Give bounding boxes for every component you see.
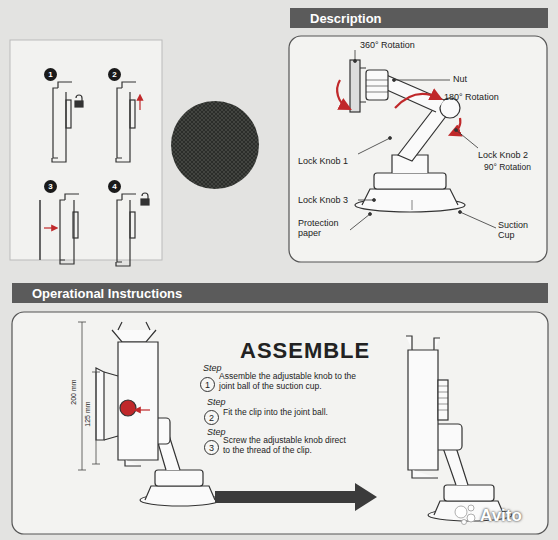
watermark: Avito [480,506,522,526]
step-number: 4 [108,180,121,193]
section-title: ASSEMBLE [240,338,370,363]
part-label: Lock Knob 3 [298,195,348,205]
node-text: 2 [112,70,116,79]
step-text: Fit the clip into the joint ball. [223,408,363,418]
part-label: Lock Knob 1 [298,156,348,166]
node-text: 3 [209,443,214,453]
fabric-pad [171,101,259,189]
step-number: 3 [204,440,219,455]
node-text: 4 [112,182,116,191]
mount-drawing [350,60,465,212]
part-label: Suction Cup [498,220,538,241]
step-word: Step [207,427,226,437]
motion-label: 180° Rotation [444,92,499,102]
node-text: Description [310,11,382,26]
step-number: 1 [44,68,57,81]
node-text: 2 [209,413,214,423]
step-word: Step [207,397,226,407]
part-label: Nut [453,74,467,84]
node-text: Operational Instructions [32,286,182,301]
node-text: 1 [48,70,52,79]
step-number: 1 [200,377,215,392]
watermark-logo [455,505,475,525]
node-text: 1 [205,380,210,390]
part-label: Lock Knob 2 [478,150,528,160]
assembled-drawing [406,336,512,521]
step-number: 2 [204,410,219,425]
step-number: 3 [44,180,57,193]
step-text: Assemble the adjustable knob to the join… [219,372,359,392]
header-band: Description [290,8,548,28]
header-band: Operational Instructions [12,283,548,303]
direction-arrow [215,483,377,511]
motion-label: 360° Rotation [360,40,415,50]
step-word: Step [203,363,222,373]
dimension: 125 mm [84,399,92,428]
part-label: Protection paper [298,218,358,239]
step-icons [40,82,149,266]
step-number: 2 [108,68,121,81]
step-text: Screw the adjustable knob direct to the … [223,436,348,456]
holder-drawing [96,322,220,506]
dimension: 200 mm [70,377,78,406]
motion-label: 90° Rotation [484,163,531,173]
node-text: 3 [48,182,52,191]
